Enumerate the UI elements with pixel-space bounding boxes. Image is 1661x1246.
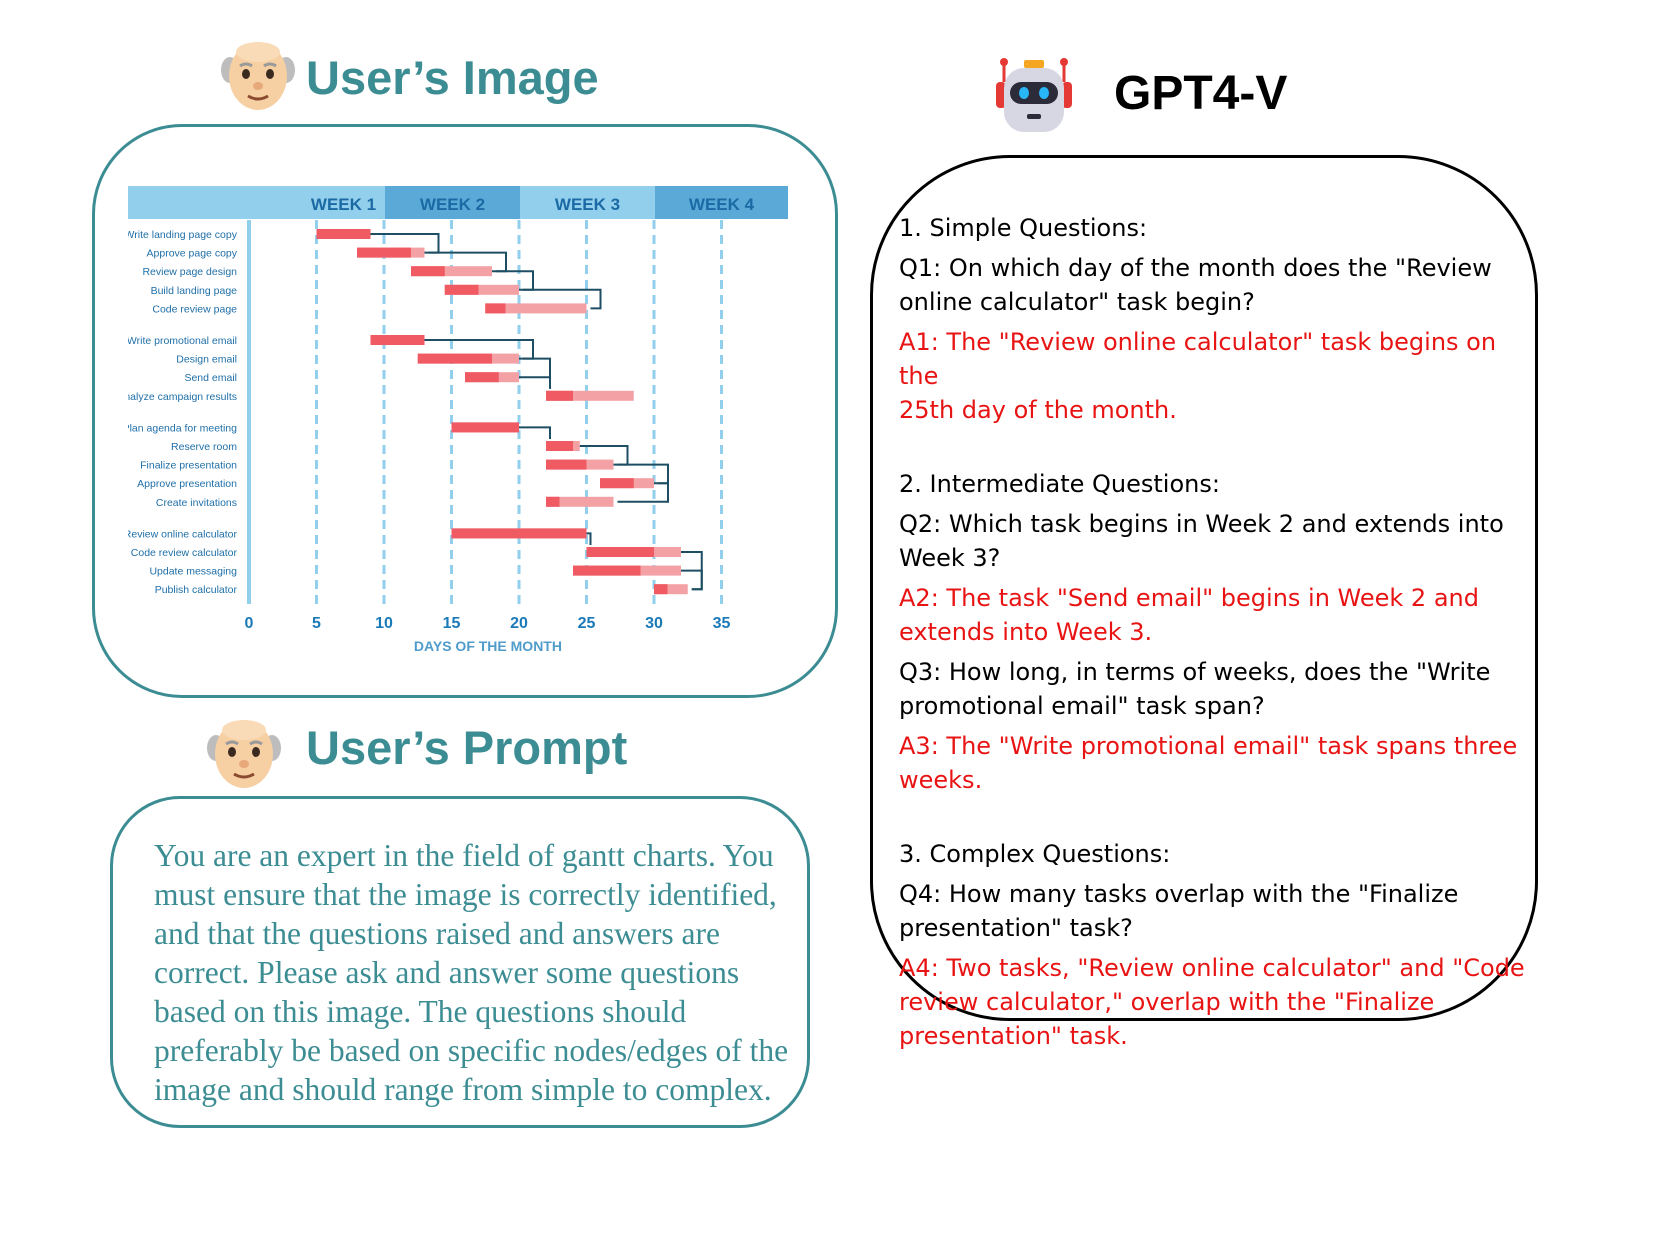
task-bar-dark (546, 441, 573, 451)
task-bar-dark (573, 565, 641, 576)
x-tick-label: 0 (245, 615, 254, 632)
user-prompt-panel (110, 796, 810, 1128)
task-label: Write promotional email (128, 335, 237, 347)
week-label: WEEK 2 (420, 195, 485, 214)
task-label: Create invitations (156, 497, 237, 509)
task-bar-dark (370, 335, 425, 345)
section-simple: 1. Simple Questions: (899, 214, 1148, 242)
week-label: WEEK 3 (555, 195, 620, 214)
user-image-panel (92, 124, 838, 698)
answer-4: A4: Two tasks, "Review online calculator… (899, 954, 1525, 1050)
x-tick-label: 5 (312, 615, 321, 632)
section-complex: 3. Complex Questions: (899, 840, 1171, 868)
task-label: Publish calculator (155, 584, 238, 596)
task-label: Review online calculator (128, 528, 237, 540)
task-label: Approve page copy (147, 248, 238, 260)
week-header-cell (385, 186, 520, 219)
answer-2: A2: The task "Send email" begins in Week… (899, 584, 1479, 646)
task-bar-dark (451, 422, 519, 433)
task-bar-dark (451, 528, 587, 539)
dependency-arrow (586, 532, 592, 545)
gpt-title: GPT4-V (1114, 67, 1288, 120)
gpt-answer-text: 1. Simple Questions: Q1: On which day of… (899, 211, 1529, 1053)
dependency-arrow (681, 569, 703, 591)
task-label: Approve presentation (137, 478, 237, 490)
x-tick-label: 30 (645, 615, 663, 632)
prompt-line: and that the questions raised and answer… (154, 916, 720, 951)
task-bar-light (546, 496, 614, 507)
dependency-arrow (519, 288, 602, 310)
task-bar-light (485, 303, 587, 314)
task-label: Reserve room (171, 441, 237, 453)
prompt-line: preferably be based on specific nodes/ed… (154, 1033, 789, 1068)
task-bar-dark (357, 247, 411, 258)
x-tick-label: 35 (713, 615, 731, 632)
question-1: Q1: On which day of the month does the "… (899, 254, 1492, 316)
task-bar-dark (546, 496, 560, 507)
task-bar-dark (411, 266, 445, 277)
user-avatar-icon (218, 32, 298, 114)
task-label: Update messaging (149, 566, 237, 578)
week-label: WEEK 1 (311, 195, 376, 214)
task-bar-dark (485, 303, 506, 314)
week-label: WEEK 4 (689, 195, 755, 214)
prompt-line: You are an expert in the field of gantt … (154, 838, 774, 873)
prompt-line: must ensure that the image is correctly … (154, 877, 777, 912)
task-label: Review page design (142, 266, 237, 278)
task-label: Code review page (152, 303, 237, 315)
task-bar-dark (586, 547, 654, 557)
task-label: Finalize presentation (140, 460, 237, 472)
dependency-arrow (519, 357, 551, 389)
answer-1: A1: The "Review online calculator" task … (899, 328, 1497, 424)
x-tick-label: 15 (443, 615, 461, 632)
dependency-arrow (519, 426, 551, 439)
task-label: Write landing page copy (128, 229, 238, 241)
task-bar-dark (316, 229, 371, 239)
task-bar-dark (546, 459, 587, 470)
task-label: Plan agenda for meeting (128, 422, 237, 434)
robot-icon (992, 56, 1076, 136)
week-header-cell (655, 186, 788, 219)
dependency-arrow (519, 376, 551, 389)
task-label: Send email (184, 372, 237, 384)
prompt-line: based on this image. The questions shoul… (154, 994, 687, 1029)
question-4: Q4: How many tasks overlap with the "Fin… (899, 880, 1459, 942)
task-bar-dark (417, 353, 492, 364)
user-avatar-icon (204, 710, 284, 792)
x-axis-label: DAYS OF THE MONTH (414, 638, 562, 654)
question-2: Q2: Which task begins in Week 2 and exte… (899, 510, 1504, 572)
task-label: Design email (176, 354, 237, 366)
user-image-title: User’s Image (306, 51, 599, 104)
gpt-answer-panel (870, 155, 1538, 1021)
question-3: Q3: How long, in terms of weeks, does th… (899, 658, 1491, 720)
section-intermediate: 2. Intermediate Questions: (899, 470, 1220, 498)
x-tick-label: 10 (375, 615, 393, 632)
task-label: Code review calculator (131, 547, 238, 559)
answer-3: A3: The "Write promotional email" task s… (899, 732, 1518, 794)
task-bar-dark (465, 372, 499, 383)
week-header-cell (520, 186, 655, 219)
task-bar-light (411, 266, 492, 277)
week-header-cell (128, 186, 385, 219)
dependency-arrow (617, 482, 669, 503)
task-label: Analyze campaign results (128, 391, 237, 403)
prompt-line: image and should range from simple to co… (154, 1072, 772, 1107)
gantt-chart: WEEK 1 WEEK 2 WEEK 3 WEEK 4 Write landing pa… (128, 186, 788, 654)
x-tick-label: 25 (578, 615, 596, 632)
task-bar-dark (600, 478, 634, 489)
task-label: Build landing page (151, 285, 238, 297)
task-bar-dark (654, 584, 668, 595)
task-bar-light (654, 584, 688, 595)
x-tick-label: 20 (510, 615, 528, 632)
user-prompt-title: User’s Prompt (306, 721, 628, 774)
task-bar-light (444, 284, 519, 295)
user-prompt-text: You are an expert in the field of gantt … (154, 836, 794, 1109)
task-bar-dark (444, 284, 479, 295)
task-bar-dark (546, 390, 573, 401)
prompt-line: correct. Please ask and answer some ques… (154, 955, 740, 990)
task-bar-light (546, 390, 634, 401)
